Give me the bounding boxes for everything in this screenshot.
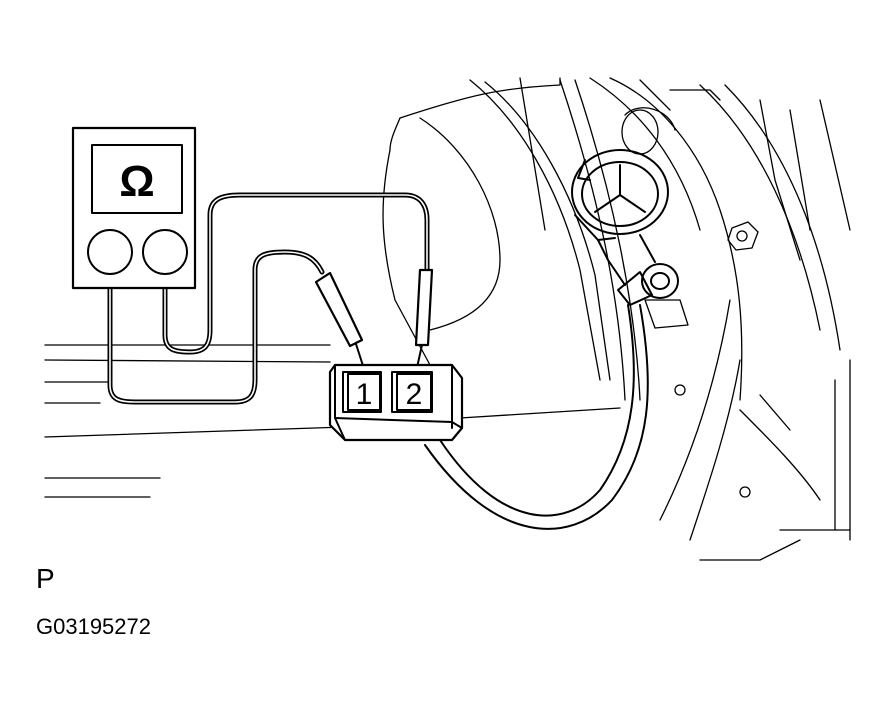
connector: 1 2 xyxy=(328,363,464,442)
figure-code: G03195272 xyxy=(36,614,151,639)
meter-jack-left xyxy=(87,229,133,275)
view-letter: P xyxy=(36,563,55,594)
ohmmeter: Ω xyxy=(71,126,197,290)
ohm-symbol: Ω xyxy=(119,157,154,206)
meter-jack-right xyxy=(142,229,188,275)
test-leads xyxy=(107,192,434,405)
terminal-1-label: 1 xyxy=(356,378,373,411)
ground-wire-outline xyxy=(424,304,649,530)
terminal-2-label: 2 xyxy=(406,378,423,411)
body-structure xyxy=(44,77,851,561)
ground-point xyxy=(571,149,679,306)
ground-wire xyxy=(439,304,635,517)
